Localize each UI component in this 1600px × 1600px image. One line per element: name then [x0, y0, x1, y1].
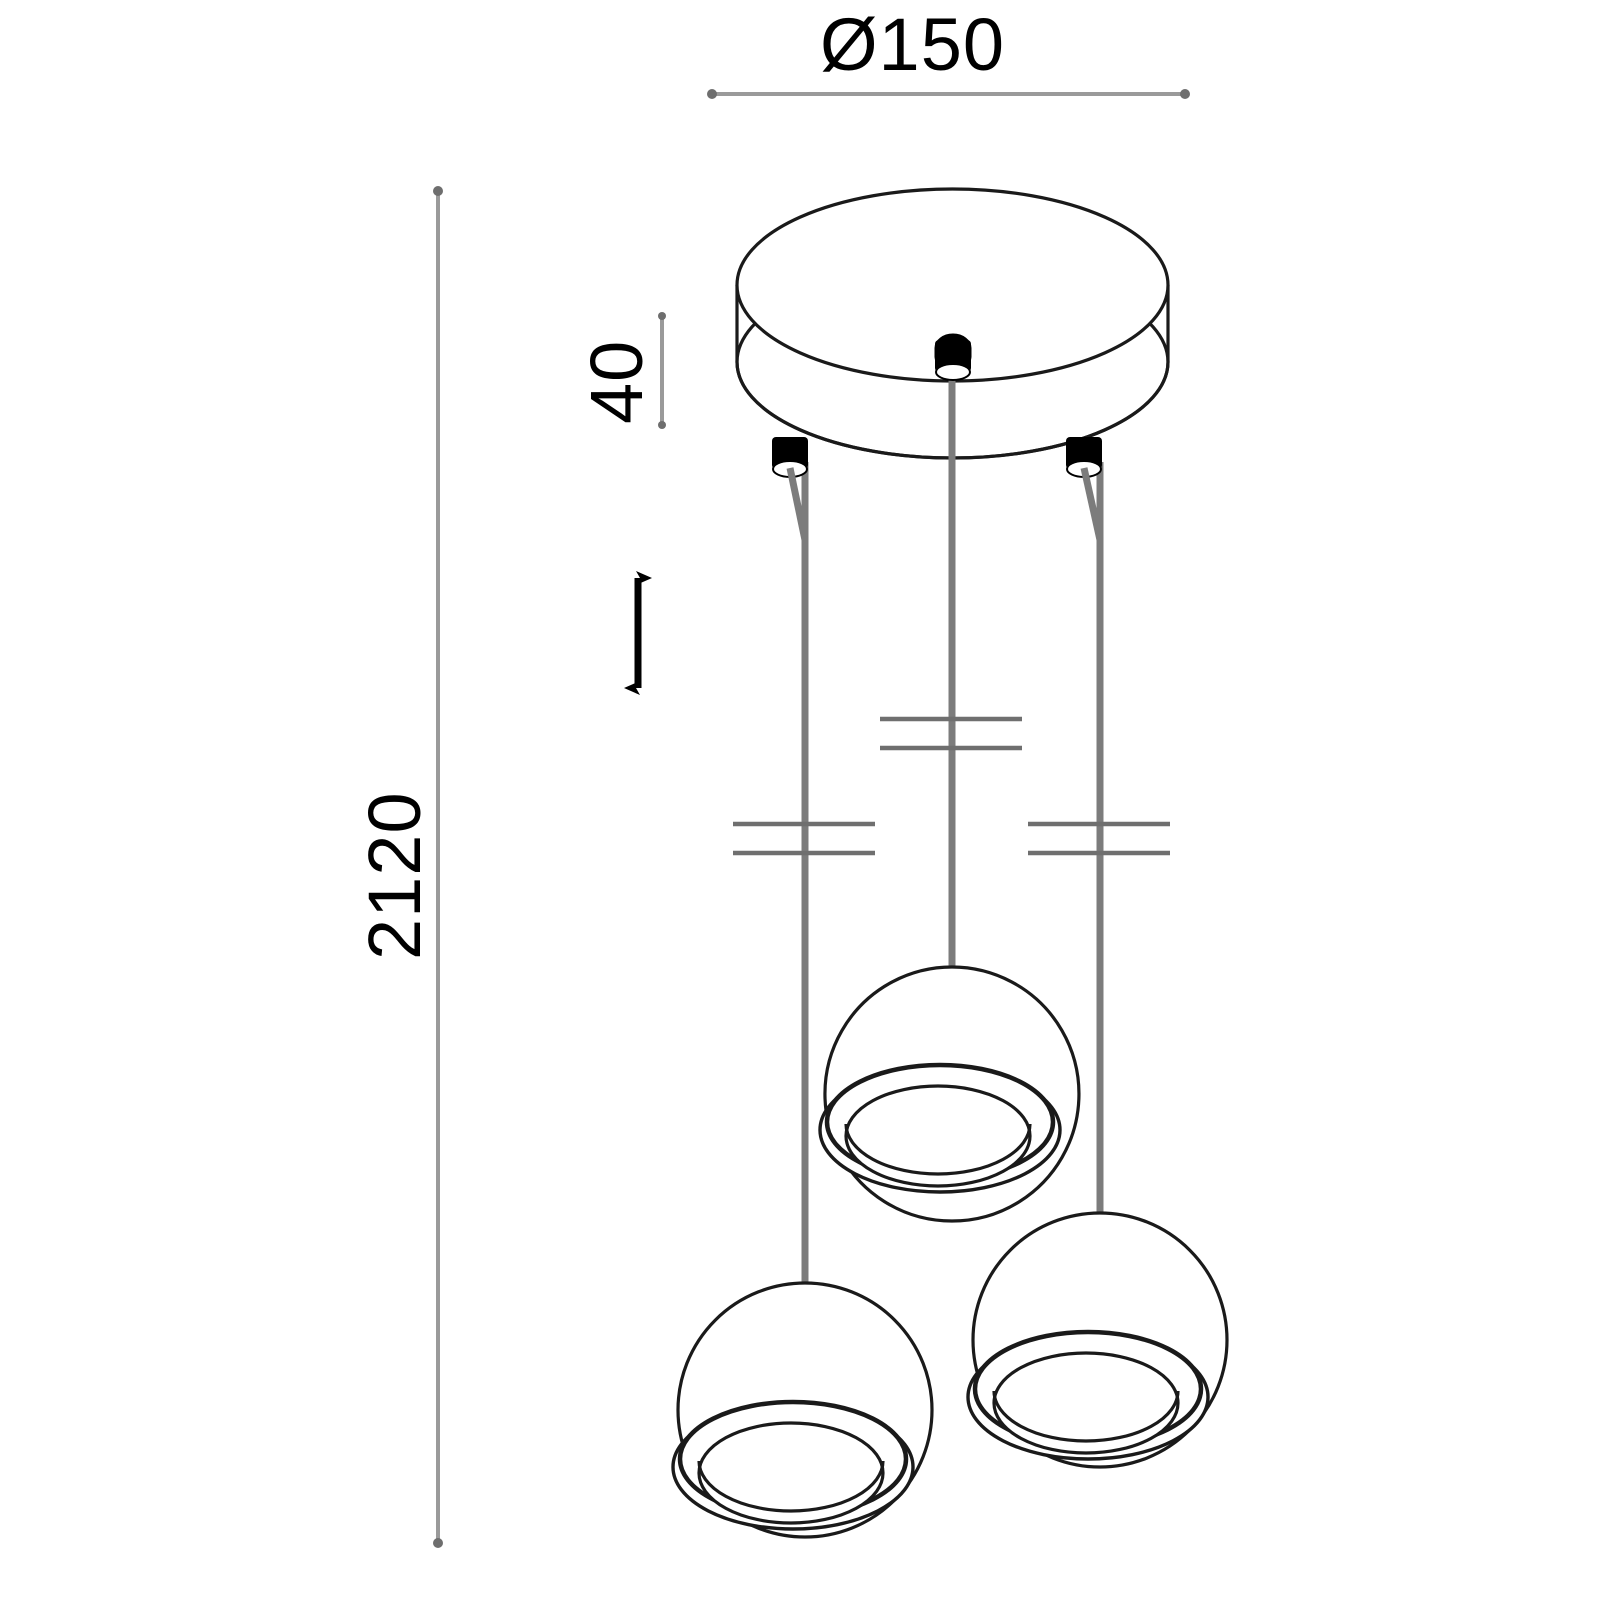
break-symbol-center	[880, 716, 1022, 751]
reflector-inner-ring	[697, 1421, 885, 1525]
break-symbol-left	[733, 821, 875, 856]
reflector-lens-arc	[844, 1123, 1032, 1176]
diameter-dimension-label: Ø150	[820, 3, 1006, 86]
grip-block	[1066, 437, 1102, 469]
canopy-height-tick-bottom	[658, 421, 666, 429]
cable-grip-center	[934, 333, 972, 381]
total-height-tick-top	[433, 186, 443, 196]
globe-lamp-head-lower-left	[671, 1281, 934, 1539]
total-height-dimension-label: 2120	[353, 791, 436, 960]
break-symbol-right	[1028, 821, 1170, 856]
dimension-line-total-height	[433, 186, 443, 1548]
ceiling-canopy	[735, 187, 1170, 460]
reflector-lens-arc	[697, 1460, 885, 1513]
grip-block	[772, 437, 808, 469]
stub-left	[786, 467, 809, 541]
reflector-inner-ring	[844, 1084, 1032, 1188]
diameter-tick-left	[707, 89, 717, 99]
dimension-line-canopy-height	[658, 312, 666, 429]
globe-lamp-head-center	[818, 965, 1081, 1223]
grip-cable-stubs	[786, 467, 1104, 541]
reflector-inner-ring	[992, 1351, 1180, 1455]
grip-collar	[935, 363, 971, 381]
reflector-lens-arc	[992, 1390, 1180, 1443]
diameter-tick-right	[1180, 89, 1190, 99]
stub-right	[1080, 467, 1104, 541]
globe-lamp-head-lower-right	[966, 1211, 1229, 1469]
total-height-tick-bottom	[433, 1538, 443, 1548]
cable-break-symbols	[733, 716, 1170, 856]
canopy-height-dimension-label: 40	[575, 339, 658, 424]
grip-block	[935, 340, 971, 372]
dimension-line-diameter	[707, 89, 1190, 99]
suspension-cables	[801, 358, 1104, 1300]
canopy-height-tick-top	[658, 312, 666, 320]
